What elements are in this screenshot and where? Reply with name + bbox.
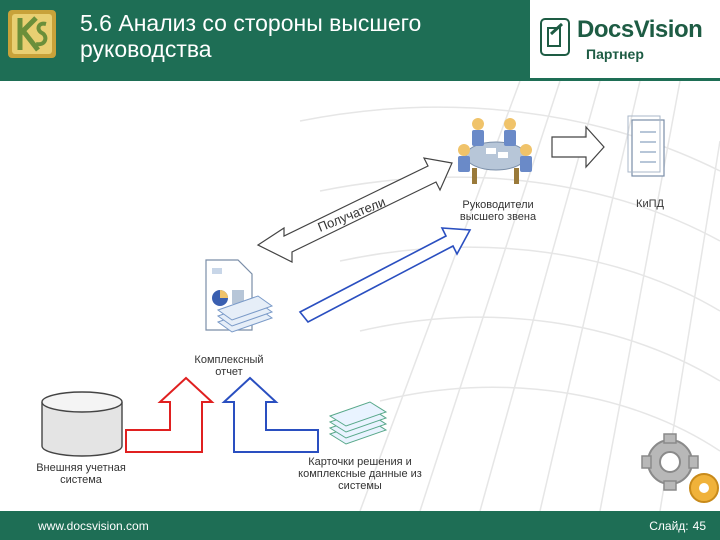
complex-report-label: Комплексный отчет [184, 354, 274, 378]
gear-icon [642, 434, 718, 502]
slide-number: Слайд: 45 [645, 519, 706, 533]
meeting-table-icon [458, 118, 532, 184]
decision-cards-label: Карточки решения и комплексные данные из… [288, 456, 432, 492]
blue-arrow [224, 378, 318, 452]
slide-number-value: 45 [693, 519, 706, 533]
decision-cards-icon [330, 402, 386, 444]
top-management-label: Руководители высшего звена [448, 199, 548, 223]
database-icon [42, 392, 122, 456]
kpi-document-icon [628, 116, 664, 176]
complex-report-icon [206, 260, 272, 332]
recipients-label: Получатели [316, 194, 388, 235]
kpi-label: КиПД [622, 198, 678, 210]
red-arrow [126, 378, 212, 452]
management-to-kpi-arrow [552, 127, 604, 167]
footer-url: www.docsvision.com [38, 519, 149, 533]
slide-footer: www.docsvision.com Слайд: 45 [0, 511, 720, 540]
report-to-management-arrow [300, 228, 470, 322]
slide-label: Слайд: [649, 519, 688, 533]
external-system-label: Внешняя учетная система [26, 462, 136, 486]
